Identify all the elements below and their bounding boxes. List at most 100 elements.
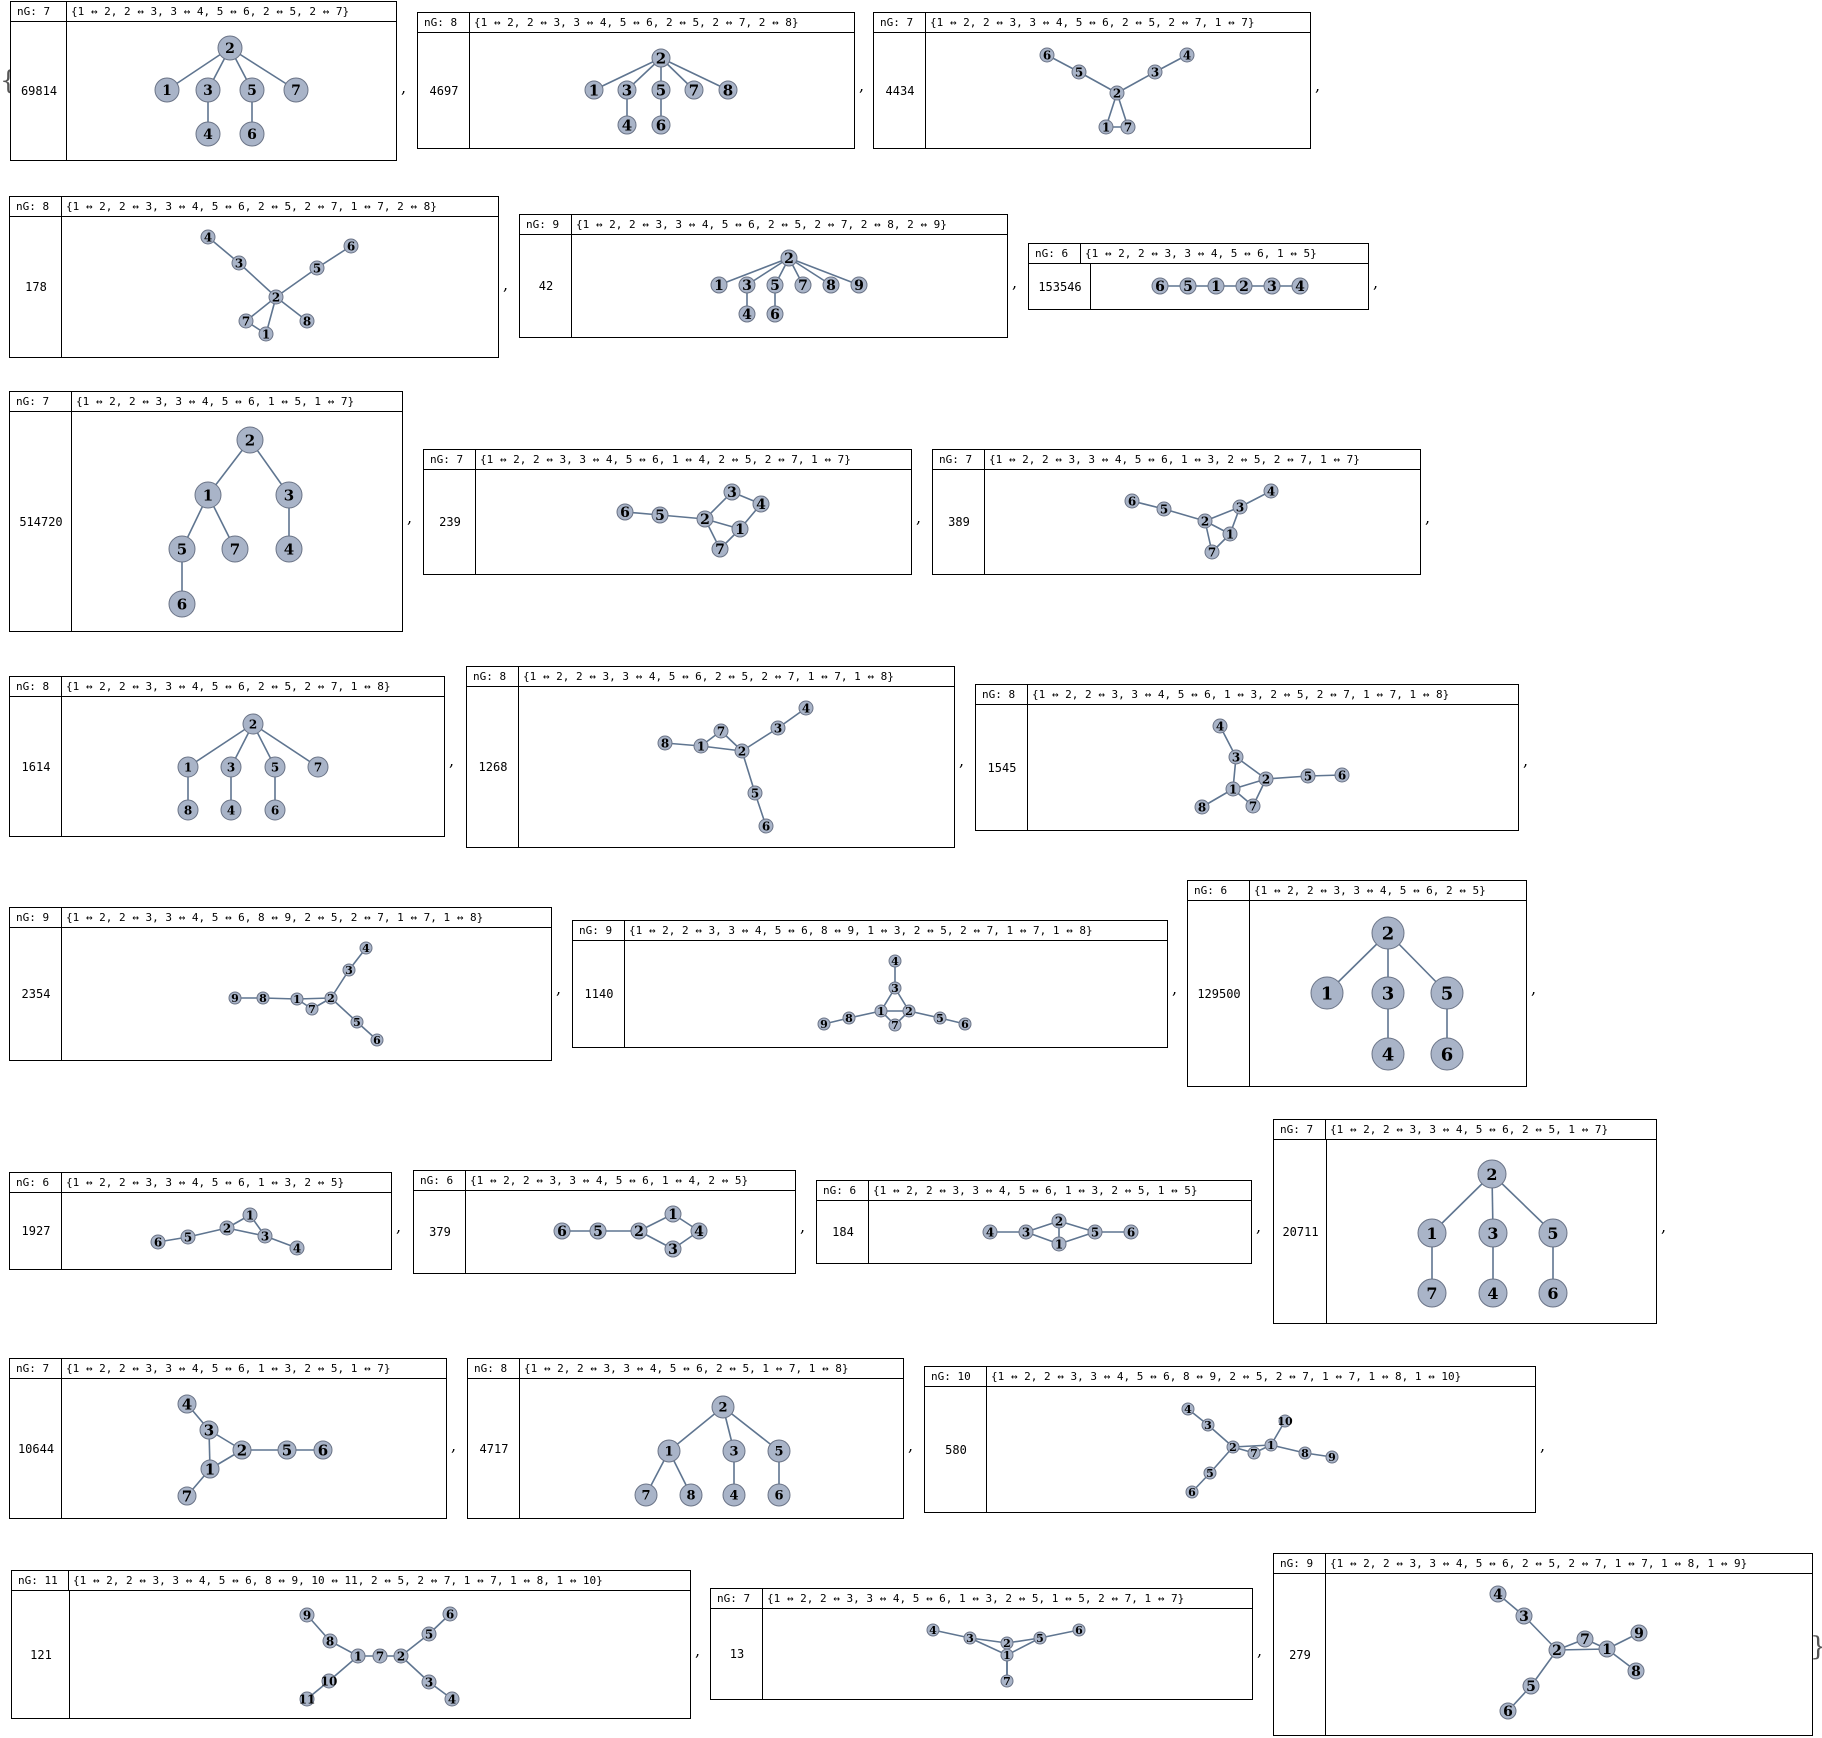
- graph-card: nG: 7{1 ↔ 2, 2 ↔ 3, 3 ↔ 4, 5 ↔ 6, 2 ↔ 5,…: [1273, 1119, 1657, 1324]
- graph-node: [1018, 1224, 1034, 1240]
- graph-node: [888, 1018, 902, 1032]
- node-label: 1: [1226, 527, 1234, 541]
- occurrence-count: 279: [1289, 1647, 1311, 1662]
- graph-node: [1478, 1278, 1508, 1308]
- graph-node: [767, 1439, 791, 1463]
- graph-node: [651, 80, 671, 100]
- node-label: 4: [1382, 1044, 1395, 1065]
- graph-node: [963, 1631, 977, 1645]
- node-label: 5: [751, 786, 759, 800]
- node-label: 4: [1184, 1403, 1192, 1416]
- node-label: 6: [347, 239, 355, 253]
- list-close-brace: }: [1810, 1632, 1822, 1662]
- graph-card: nG: 10{1 ↔ 2, 2 ↔ 3, 3 ↔ 4, 5 ↔ 6, 8 ↔ 9…: [924, 1366, 1536, 1513]
- list-separator: ,: [556, 979, 562, 998]
- graph-node: [1371, 916, 1405, 950]
- graph-node: [589, 1222, 607, 1240]
- graph-node: [1179, 47, 1195, 63]
- graph-node: [664, 1205, 682, 1223]
- graph-node: [1000, 1636, 1014, 1650]
- node-label: 1: [1211, 279, 1221, 295]
- node-label: 4: [929, 1624, 937, 1637]
- list-separator: ,: [908, 1436, 914, 1455]
- node-label: 2: [1486, 1165, 1497, 1184]
- graph-node: [1627, 1662, 1645, 1680]
- node-label: 4: [293, 1241, 301, 1255]
- graph-node: [257, 1228, 273, 1244]
- node-label: 3: [1267, 279, 1277, 295]
- node-label: 8: [1301, 1447, 1309, 1460]
- edge-list: {1 ↔ 2, 2 ↔ 3, 3 ↔ 4, 5 ↔ 6, 2 ↔ 5, 2 ↔ …: [1330, 1557, 1748, 1570]
- occurrence-count: 1545: [987, 760, 1017, 775]
- graph-node: [651, 506, 669, 524]
- graph-node: [747, 785, 763, 801]
- column-divider: [61, 217, 62, 357]
- graph-card: nG: 6{1 ↔ 2, 2 ↔ 3, 3 ↔ 4, 5 ↔ 6, 2 ↔ 5}…: [1187, 880, 1527, 1087]
- graph-node: [242, 713, 264, 735]
- node-label: 8: [1631, 1664, 1641, 1680]
- occurrence-count: 13: [729, 1647, 745, 1661]
- column-divider: [984, 470, 985, 574]
- graph-node: [283, 77, 309, 103]
- graph-node: [313, 1440, 333, 1460]
- node-label: 9: [1634, 1626, 1644, 1642]
- node-count-label: nG: 8: [10, 197, 62, 216]
- node-label: 4: [284, 540, 294, 558]
- graph-node: [711, 1395, 735, 1419]
- node-label: 3: [1204, 1419, 1212, 1432]
- graph-node: [200, 1459, 220, 1479]
- node-label: 3: [891, 982, 899, 995]
- card-header: nG: 6{1 ↔ 2, 2 ↔ 3, 3 ↔ 4, 5 ↔ 6, 1 ↔ 4,…: [414, 1171, 795, 1191]
- graph-node: [236, 426, 264, 454]
- graph-node: [1264, 1438, 1278, 1452]
- node-label: 1: [664, 1445, 673, 1460]
- graph-node: [752, 495, 770, 513]
- edge-list: {1 ↔ 2, 2 ↔ 3, 3 ↔ 4, 5 ↔ 6, 2 ↔ 5, 1 ↔ …: [1330, 1123, 1609, 1136]
- graph-node: [693, 738, 709, 754]
- node-label: 2: [700, 512, 710, 528]
- occurrence-count: 1268: [478, 760, 508, 774]
- graph-card: nG: 8{1 ↔ 2, 2 ↔ 3, 3 ↔ 4, 5 ↔ 6, 2 ↔ 5,…: [417, 12, 855, 149]
- graph-node: [926, 1623, 940, 1637]
- graph-node: [1232, 499, 1248, 515]
- graph-node: [850, 276, 868, 294]
- graph-node: [822, 276, 840, 294]
- graph-node: [634, 1483, 658, 1507]
- node-label: 2: [1382, 923, 1395, 944]
- graph-node: [770, 720, 786, 736]
- edge-list: {1 ↔ 2, 2 ↔ 3, 3 ↔ 4, 5 ↔ 6, 2 ↔ 5, 2 ↔ …: [71, 5, 350, 18]
- graph-node: [321, 1673, 337, 1689]
- graph-node: [1000, 1674, 1014, 1688]
- node-label: 7: [1124, 120, 1132, 134]
- graph-node: [217, 35, 243, 61]
- graph-node: [275, 481, 303, 509]
- card-header: nG: 11{1 ↔ 2, 2 ↔ 3, 3 ↔ 4, 5 ↔ 6, 8 ↔ 9…: [12, 1571, 690, 1591]
- graph-node: [888, 954, 902, 968]
- occurrence-count: 1927: [21, 1224, 51, 1238]
- node-label: 5: [1075, 65, 1083, 79]
- graph-node: [1630, 1624, 1648, 1642]
- graph-node: [1120, 119, 1136, 135]
- list-separator: ,: [401, 78, 407, 97]
- node-label: 3: [742, 278, 752, 294]
- node-label: 5: [184, 1230, 192, 1244]
- card-header: nG: 9{1 ↔ 2, 2 ↔ 3, 3 ↔ 4, 5 ↔ 6, 8 ↔ 9,…: [573, 921, 1167, 941]
- node-label: 4: [986, 1225, 994, 1239]
- graph-node: [1222, 526, 1238, 542]
- card-header: nG: 9{1 ↔ 2, 2 ↔ 3, 3 ↔ 4, 5 ↔ 6, 8 ↔ 9,…: [10, 908, 551, 928]
- list-separator: ,: [1373, 273, 1379, 292]
- graph-node: [421, 1674, 437, 1690]
- graph-node: [1179, 277, 1197, 295]
- node-count-label: nG: 6: [10, 1173, 62, 1192]
- node-label: 8: [661, 736, 669, 750]
- graph-node: [958, 1017, 972, 1031]
- node-label: 5: [1091, 1225, 1099, 1239]
- graph-edge: [275, 267, 318, 298]
- node-label: 3: [1022, 1225, 1030, 1239]
- node-label: 6: [770, 307, 780, 323]
- graph-node: [195, 77, 221, 103]
- node-label: 8: [686, 1489, 695, 1504]
